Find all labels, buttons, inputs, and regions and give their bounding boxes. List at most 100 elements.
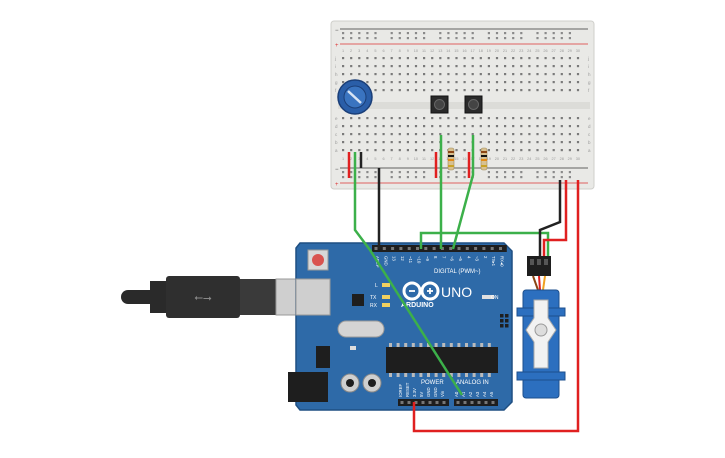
breadboard-hole: [447, 65, 450, 68]
header-pin[interactable]: [477, 401, 481, 404]
rail-hole: [455, 171, 458, 174]
breadboard-hole: [568, 65, 571, 68]
header-pin[interactable]: [456, 401, 460, 404]
icsp-pin: [500, 324, 504, 328]
header-pin[interactable]: [474, 247, 478, 250]
column-label: 20: [495, 49, 499, 53]
breadboard-hole: [390, 89, 393, 92]
header-pin[interactable]: [490, 247, 494, 250]
column-label: 1: [342, 157, 344, 161]
breadboard-hole: [366, 81, 369, 84]
breadboard-hole: [576, 149, 580, 152]
header-pin[interactable]: [435, 401, 439, 404]
breadboard-hole: [350, 141, 353, 144]
header-pin[interactable]: [463, 401, 467, 404]
rail-hole: [342, 176, 345, 179]
header-pin[interactable]: [432, 247, 436, 250]
header-pin[interactable]: [442, 401, 446, 404]
header-pin[interactable]: [374, 247, 378, 250]
header-pin[interactable]: [482, 247, 486, 250]
breadboard-hole: [390, 57, 393, 60]
breadboard-hole: [487, 81, 490, 84]
rail-hole: [350, 32, 353, 35]
breadboard-hole: [495, 141, 499, 144]
breadboard-hole: [520, 57, 523, 60]
header-pin[interactable]: [399, 247, 403, 250]
pin-label: RX◂0: [500, 256, 505, 267]
wire-servo-gnd: [538, 180, 562, 256]
header-pin[interactable]: [470, 401, 474, 404]
pin-label: A2: [468, 391, 473, 397]
breadboard-hole: [398, 117, 401, 120]
pushbutton-2[interactable]: [464, 95, 483, 114]
header-pin[interactable]: [491, 401, 495, 404]
breadboard-hole: [560, 89, 563, 92]
pushbutton-1[interactable]: [430, 95, 449, 114]
breadboard-hole: [544, 117, 547, 120]
breadboard-hole: [431, 81, 434, 84]
breadboard-hole: [479, 89, 482, 92]
rail-hole: [423, 171, 426, 174]
header-pin[interactable]: [414, 401, 418, 404]
rail-hole: [423, 32, 426, 35]
breadboard-hole: [560, 65, 563, 68]
breadboard-hole: [390, 81, 393, 84]
rail-hole: [374, 176, 377, 179]
servo-motor[interactable]: [516, 256, 566, 399]
breadboard-hole: [479, 81, 482, 84]
potentiometer[interactable]: [337, 79, 373, 115]
header-pin[interactable]: [382, 247, 386, 250]
header-pin[interactable]: [400, 401, 404, 404]
header-pin[interactable]: [407, 401, 411, 404]
breadboard-hole: [455, 149, 458, 152]
header-pin[interactable]: [391, 247, 395, 250]
header-pin[interactable]: [449, 247, 453, 250]
breadboard-hole: [390, 73, 393, 76]
rail-hole: [560, 171, 563, 174]
header-pin[interactable]: [424, 247, 428, 250]
header-pin[interactable]: [440, 247, 444, 250]
breadboard-hole: [576, 125, 580, 128]
breadboard-hole: [390, 125, 393, 128]
header-pin[interactable]: [428, 401, 432, 404]
header-pin[interactable]: [465, 247, 469, 250]
brand-label: ARDUINO: [401, 302, 434, 309]
wire-servo-signal: [419, 231, 550, 256]
header-pin[interactable]: [421, 401, 425, 404]
rail-hole: [447, 37, 450, 40]
row-label: i: [588, 64, 589, 69]
column-label: 11: [422, 157, 426, 161]
header-pin[interactable]: [499, 247, 502, 250]
column-label: 27: [551, 49, 555, 53]
breadboard-hole: [455, 141, 458, 144]
arduino-uno-board[interactable]: L TX RX ON ARDUINO UNO DIGITAL (PWM~) PO…: [288, 242, 513, 411]
rail-hole: [439, 37, 442, 40]
breadboard-hole: [495, 117, 499, 120]
breadboard-hole: [350, 117, 353, 120]
breadboard-hole: [423, 149, 426, 152]
pin-label: RESET: [405, 382, 410, 397]
breadboard-hole: [512, 57, 515, 60]
rail-hole: [398, 32, 401, 35]
rail-hole: [414, 176, 418, 179]
resistor-1[interactable]: [447, 147, 455, 171]
resistor-2[interactable]: [480, 147, 488, 171]
column-label: 7: [391, 49, 393, 53]
breadboard-hole: [504, 73, 507, 76]
rail-hole: [544, 32, 547, 35]
breadboard-hole: [479, 133, 482, 136]
power-jack[interactable]: [288, 372, 328, 402]
rail-hole: [495, 176, 499, 179]
header-pin[interactable]: [407, 247, 411, 250]
breadboard-hole: [520, 133, 523, 136]
chip-pin: [442, 373, 446, 377]
header-pin[interactable]: [484, 401, 488, 404]
header-pin[interactable]: [457, 247, 461, 250]
column-label: 8: [399, 157, 401, 161]
header-pin[interactable]: [416, 247, 419, 250]
breadboard-hole: [463, 141, 466, 144]
